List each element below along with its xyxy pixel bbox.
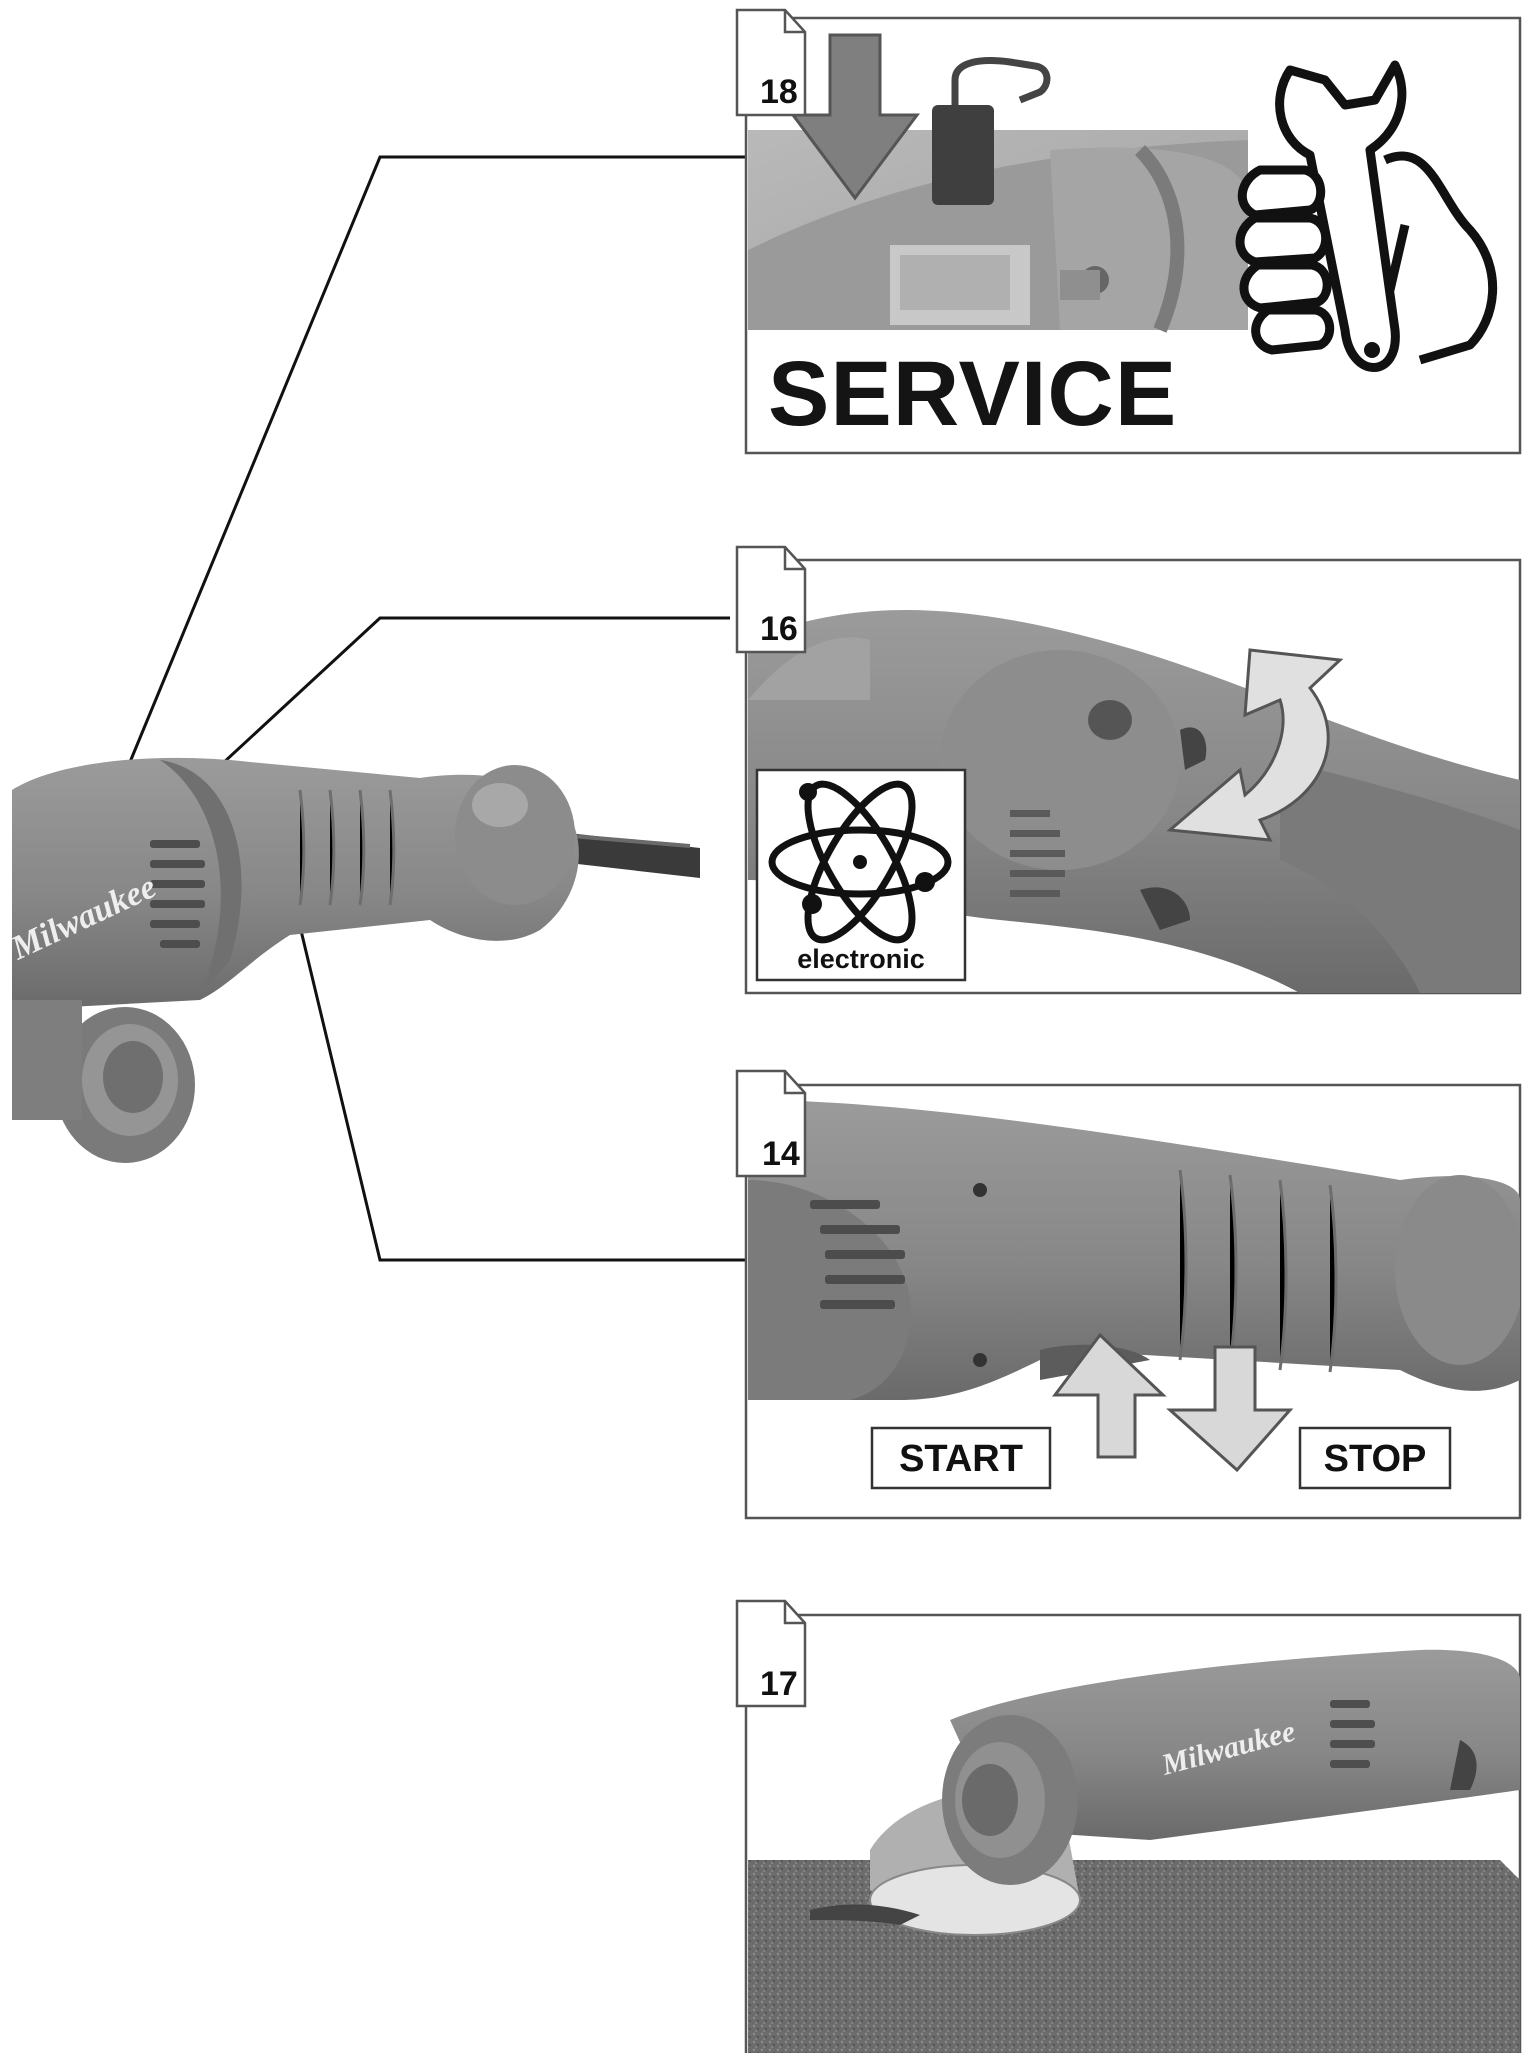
- work-surface: [748, 1860, 1520, 2053]
- page-number-14: 14: [762, 1135, 800, 1173]
- stop-label: STOP: [1324, 1438, 1427, 1480]
- page-tab-16: 16: [737, 547, 805, 652]
- service-caption: SERVICE: [768, 343, 1177, 445]
- page-tab-17: 17: [737, 1601, 805, 1706]
- page-tab-14: 14: [737, 1071, 805, 1176]
- panel-service: SERVICE 18: [737, 10, 1520, 453]
- leader-line-16: [222, 618, 730, 764]
- page-tab-18: 18: [737, 10, 805, 115]
- electronic-caption: electronic: [797, 944, 925, 974]
- start-label: START: [899, 1438, 1023, 1480]
- page-number-18: 18: [760, 73, 798, 111]
- page-number-17: 17: [760, 1665, 798, 1703]
- leader-line-18: [130, 157, 748, 762]
- page-number-16: 16: [760, 610, 798, 648]
- power-cord: [560, 832, 700, 878]
- electronic-inset: electronic: [757, 770, 965, 980]
- handle-knob: [455, 765, 575, 905]
- panel-electronic: electronic 16: [737, 547, 1520, 993]
- panel-grinding: Milwaukee 17: [737, 1601, 1520, 2053]
- leader-lines: [130, 157, 748, 1260]
- leader-line-14: [298, 918, 748, 1260]
- panel-switch: START STOP 14: [737, 1071, 1524, 1518]
- main-tool-illustration: Milwaukee: [5, 758, 700, 1163]
